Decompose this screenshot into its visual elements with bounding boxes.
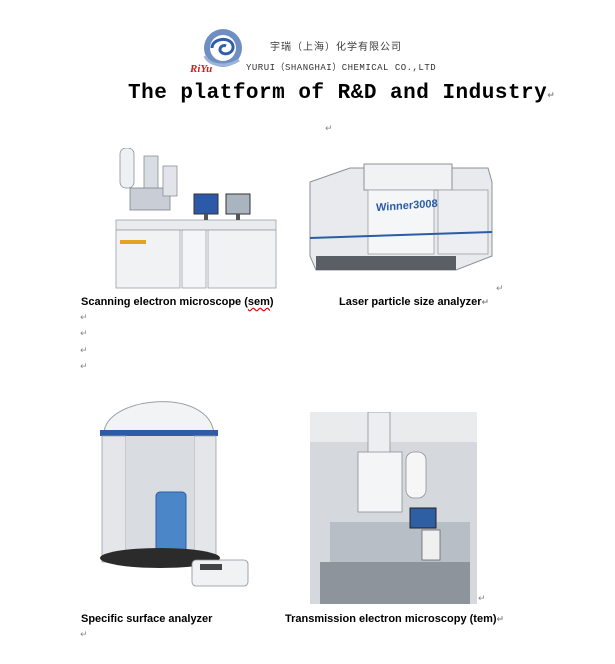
caption-laser-text: Laser particle size analyzer bbox=[339, 296, 482, 308]
page-title: The platform of R&D and Industry↵ bbox=[128, 82, 555, 105]
paragraph-mark: ↵ bbox=[496, 284, 504, 294]
caption-sem-text-a: Scanning electron microscope ( bbox=[81, 296, 248, 308]
caption-sem-text-c: ) bbox=[269, 296, 274, 308]
logo-wordmark: RiYu bbox=[190, 63, 213, 75]
paragraph-mark: ↵ bbox=[80, 362, 88, 372]
paragraph-mark: ↵ bbox=[496, 615, 505, 625]
caption-laser: Laser particle size analyzer↵ bbox=[339, 296, 489, 308]
caption-sem-text-b: sem bbox=[247, 296, 270, 308]
paragraph-mark: ↵ bbox=[547, 91, 556, 101]
laser-analyzer-photo: Winner3008 bbox=[306, 160, 496, 280]
sem-photo bbox=[108, 148, 278, 290]
paragraph-mark: ↵ bbox=[80, 630, 88, 640]
caption-sem: Scanning electron microscope (sem) bbox=[81, 296, 274, 308]
company-name-en: YURUI（SHANGHAI）CHEMICAL CO.,LTD bbox=[246, 63, 437, 73]
paragraph-mark: ↵ bbox=[478, 594, 486, 604]
surface-analyzer-photo bbox=[96, 386, 262, 592]
caption-tem: Transmission electron microscopy (tem)↵ bbox=[285, 613, 504, 625]
page-title-text: The platform of R&D and Industry bbox=[128, 82, 548, 105]
caption-surface: Specific surface analyzer bbox=[81, 613, 213, 625]
paragraph-mark: ↵ bbox=[80, 346, 88, 356]
paragraph-mark: ↵ bbox=[80, 313, 88, 323]
tem-photo bbox=[310, 412, 477, 604]
company-name-cn: 宇瑞（上海）化学有限公司 bbox=[270, 42, 402, 53]
company-logo-icon bbox=[203, 29, 242, 67]
paragraph-mark: ↵ bbox=[481, 298, 490, 308]
caption-tem-text: Transmission electron microscopy (tem) bbox=[285, 613, 497, 625]
paragraph-mark: ↵ bbox=[80, 329, 88, 339]
paragraph-mark: ↵ bbox=[325, 124, 333, 134]
